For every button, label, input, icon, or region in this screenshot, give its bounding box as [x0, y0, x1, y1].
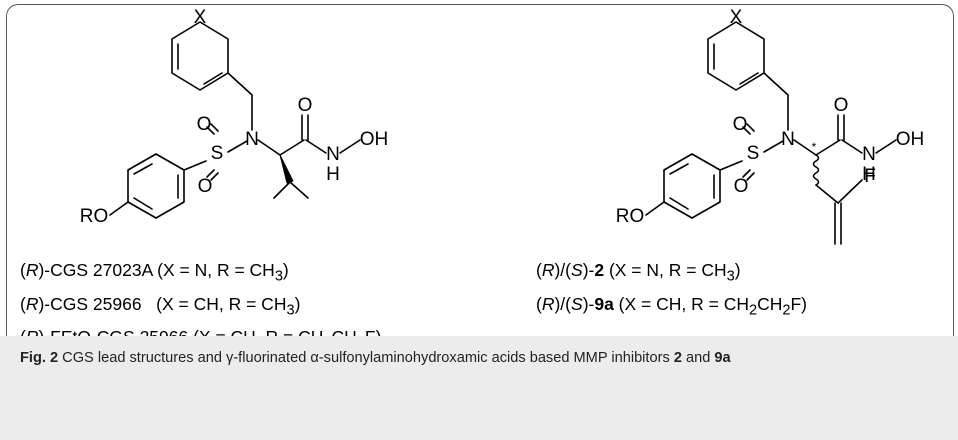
config-label: R — [25, 293, 39, 314]
left-ring-x-label: X — [194, 7, 207, 28]
left-sulfonyl-o-top-label: O — [197, 114, 212, 135]
chemical-scheme: X N S O O O N H OH RO X N S O O * O N H … — [80, 7, 925, 245]
caption-compound-ref: 2 — [673, 350, 682, 366]
compound-line: (R)-CGS 27023A (X = N, R = CH3) — [20, 260, 289, 285]
left-amine-n-label: N — [245, 129, 259, 150]
compound-text: (X = N, R = CH — [604, 260, 727, 280]
compound-line: (R)/(S)-2 (X = N, R = CH3) — [536, 257, 807, 291]
right-sulfonyl-o-top-label: O — [733, 114, 748, 135]
subscript: 3 — [726, 268, 735, 285]
left-hydroxyl-label: OH — [360, 129, 389, 150]
right-ro-label: RO — [616, 206, 645, 227]
figure-label: Fig. 2 — [20, 350, 59, 366]
caption-compound-ref: 9a — [714, 350, 731, 366]
left-sulfonyl-o-bottom-label: O — [198, 176, 213, 197]
right-hydroxamic-h-label: H — [862, 164, 876, 185]
right-carbonyl-o-label: O — [834, 95, 849, 116]
left-structure-bonds — [109, 21, 361, 219]
compound-text-end: ) — [734, 260, 741, 280]
right-ring-x-label: X — [730, 7, 743, 28]
subscript: 3 — [286, 302, 295, 318]
left-carbonyl-o-label: O — [298, 95, 313, 116]
subscript: 3 — [274, 268, 283, 285]
compound-text-end: ) — [294, 293, 301, 314]
compound-number: 9a — [594, 293, 614, 314]
caption-body: and — [681, 350, 715, 366]
compound-text: -CGS 25966 (X = CH, R = CH — [44, 293, 287, 314]
config-label: (R)/(S)- — [536, 260, 595, 280]
compound-text-end: F) — [790, 293, 808, 314]
left-sulfonyl-s-label: S — [211, 143, 224, 164]
left-hydroxamic-n-label: N — [326, 144, 340, 165]
right-stereocenter-mark: * — [812, 140, 817, 154]
right-hydroxamic-n-label: N — [862, 144, 876, 165]
right-fluorine-label: F — [864, 166, 876, 187]
right-compound-list: (R)/(S)-2 (X = N, R = CH3) (R)/(S)-9a (X… — [536, 257, 807, 324]
right-amine-n-label: N — [781, 129, 795, 150]
figure-caption: Fig. 2 CGS lead structures and γ-fluorin… — [0, 336, 958, 440]
right-structure-bonds — [645, 21, 897, 245]
caption-body: CGS lead structures and γ-fluorinated α-… — [58, 350, 674, 366]
compound-number: 2 — [594, 260, 605, 280]
right-sulfonyl-s-label: S — [747, 143, 760, 164]
left-hydroxamic-h-label: H — [326, 164, 340, 185]
subscript: 2 — [782, 302, 791, 318]
left-ro-label: RO — [80, 206, 109, 227]
compound-text: -CGS 27023A (X = N, R = CH — [44, 260, 275, 280]
right-sulfonyl-o-bottom-label: O — [734, 176, 749, 197]
compound-line: (R)-CGS 25966 (X = CH, R = CH3) — [20, 293, 301, 319]
compound-text-mid: CH — [757, 293, 783, 314]
right-hydroxyl-label: OH — [896, 129, 925, 150]
compound-text: (X = CH, R = CH — [613, 293, 749, 314]
subscript: 2 — [748, 302, 758, 318]
compound-text-end: ) — [282, 260, 289, 280]
compound-line: (R)/(S)-9a (X = CH, R = CH2CH2F) — [536, 291, 807, 325]
config-label: R — [25, 260, 39, 280]
caption-text: Fig. 2 CGS lead structures and γ-fluorin… — [20, 345, 935, 371]
config-label: (R)/(S)- — [536, 293, 595, 314]
